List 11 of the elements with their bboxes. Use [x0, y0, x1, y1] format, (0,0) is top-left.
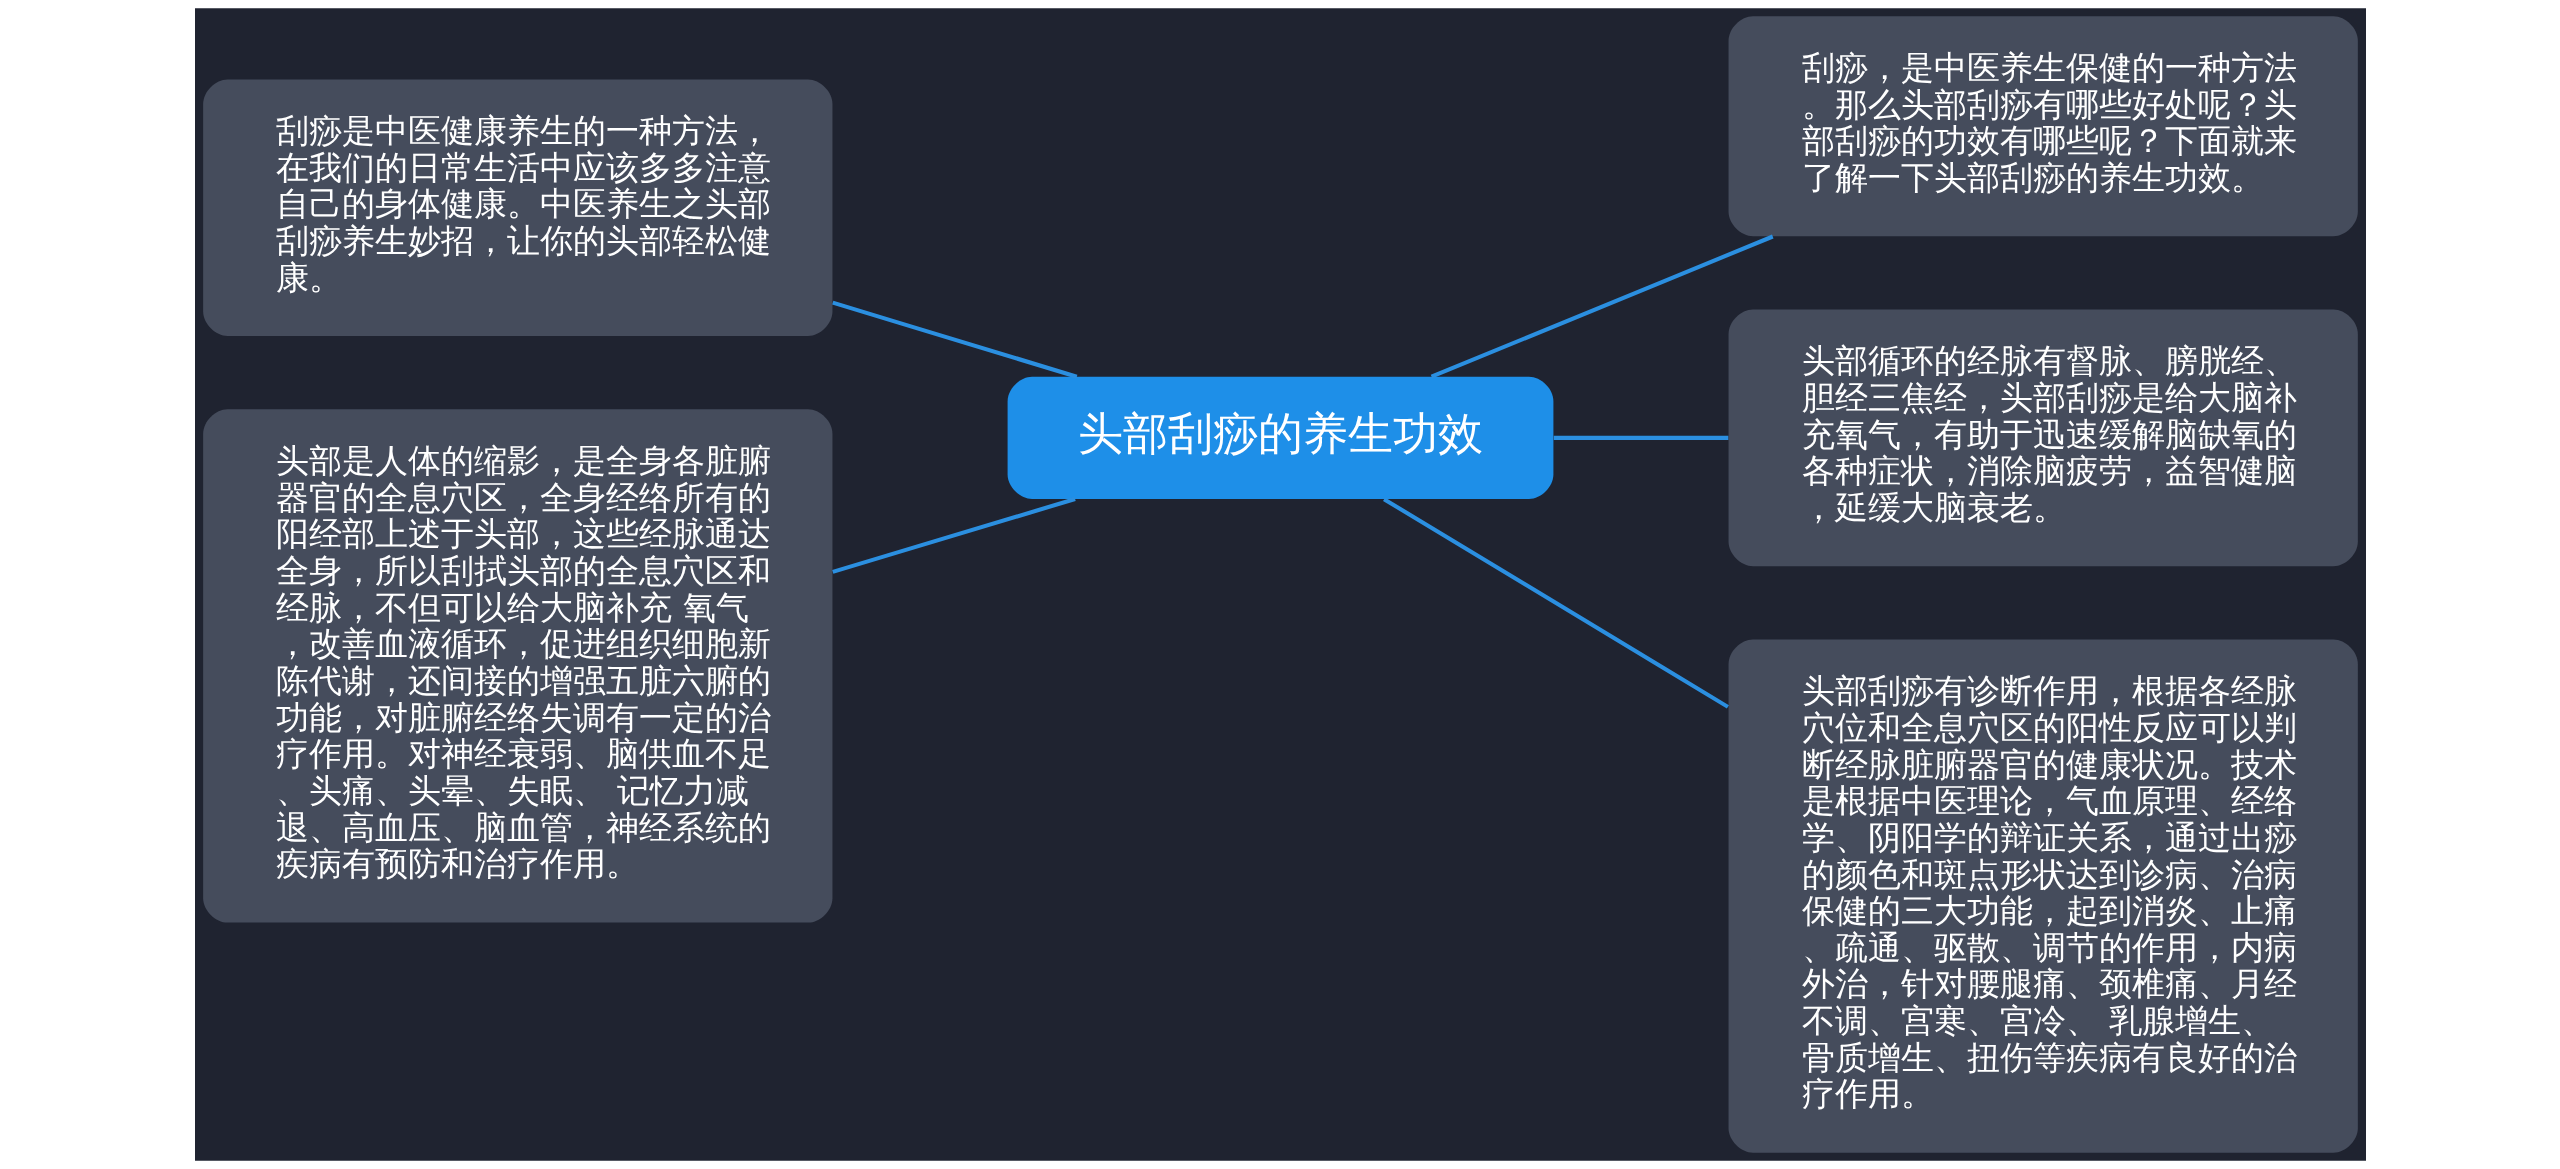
connector	[831, 497, 1076, 574]
node-box: 头部刮痧有诊断作用，根据各经脉穴位和全息穴区的阳性反应可以判断经脉脏腑器官的健康状况。技术是根据中医理论，气血原理、经络学、阴阳学的辩证关系，通过出痧的颜色和斑点形状达到诊病、治病保健的三大功能，起到消炎、止痛、疏通、驱散、调节的作用，内病外治，针对腰腿痛、颈椎痛、月经不调、宫寒、宫冷、 乳腺增生、骨质增生、扭伤等疾病有良好的治疗作用。	[1728, 639, 2358, 1153]
node-box: 头部是人体的缩影，是全身各脏腑器官的全息穴区，全身经络所有的阳经部上述于头部，这些经脉通达全身，所以刮拭头部的全息穴区和经脉，不但可以给大脑补充 氧气，改善血液循环，促进组织细胞新陈代谢，还间接的增强五脏六腑的功能，对脏腑经络失调有一定的治疗作用。对神经衰弱、脑供血不足、头痛、头晕、失眠、 记忆力减退、高血压、脑血管，神经系统的疾病有预防和治疗作用。	[202, 409, 832, 923]
connector	[1382, 497, 1729, 709]
node-box: 刮痧，是中医养生保健的一种方法。那么头部刮痧有哪些好处呢？头部刮痧的功效有哪些呢？下面就来了解一下头部刮痧的养生功效。	[1728, 16, 2358, 237]
node-box: 头部循环的经脉有督脉、膀胱经、胆经三焦经，头部刮痧是给大脑补充氧气，有助于迅速缓解脑缺氧的各种症状，消除脑疲劳，益智健脑，延缓大脑衰老。	[1728, 309, 2358, 567]
connector	[1430, 234, 1774, 379]
node-box: 刮痧是中医健康养生的一种方法，在我们的日常生活中应该多多注意自己的身体健康。中医养生之头部刮痧养生妙招，让你的头部轻松健康。	[202, 79, 832, 337]
connector	[831, 300, 1077, 379]
connector	[1553, 435, 1728, 440]
node-box: 头部刮痧的养生功效	[1007, 376, 1553, 499]
